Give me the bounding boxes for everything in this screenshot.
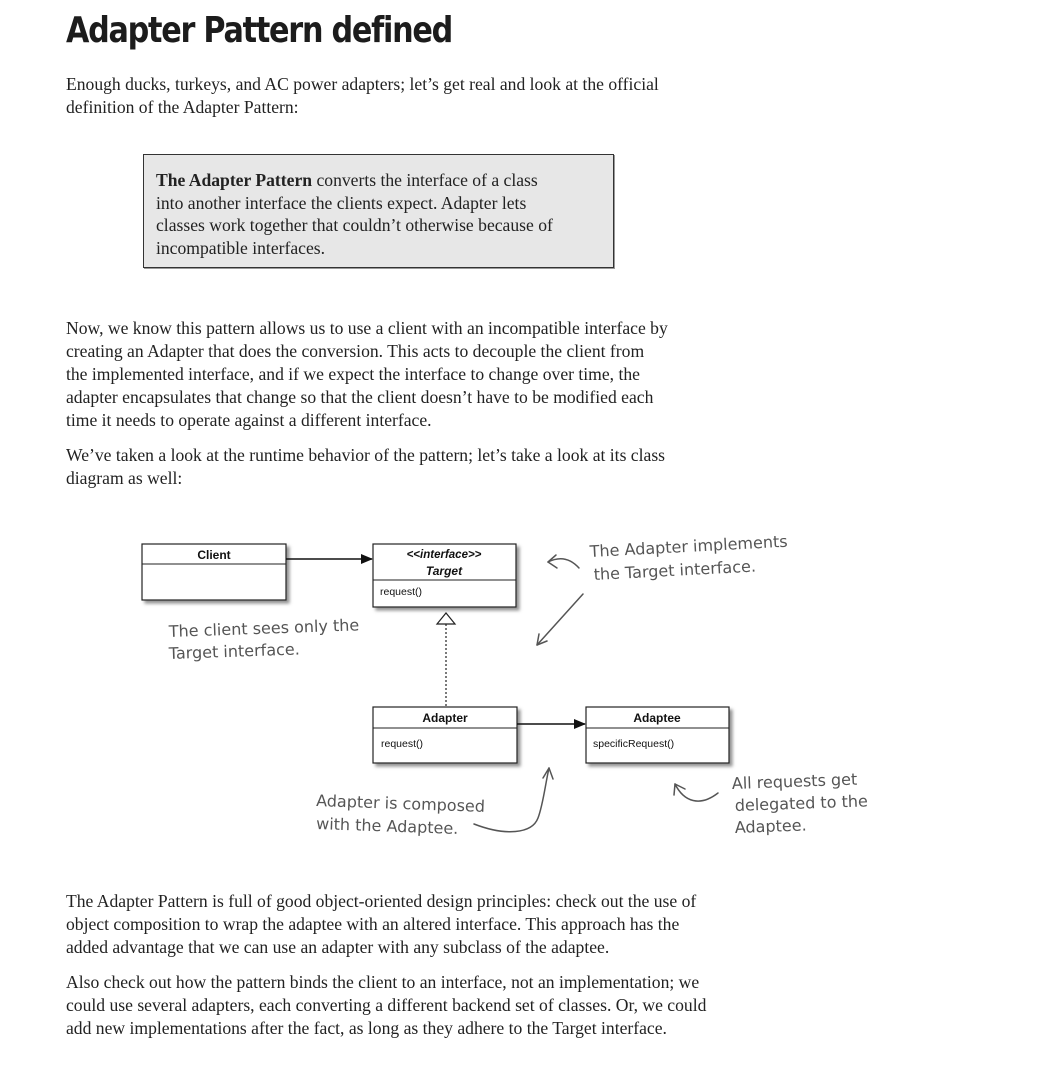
text-line: object composition to wrap the adaptee w… bbox=[66, 914, 680, 934]
note-line: The Adapter implements bbox=[588, 532, 788, 561]
text-line: creating an Adapter that does the conver… bbox=[66, 341, 645, 361]
client-class-name: Client bbox=[197, 548, 230, 562]
definition-line-rest: converts the interface of a class bbox=[312, 170, 538, 190]
text-line: could use several adapters, each convert… bbox=[66, 995, 707, 1015]
note-line: delegated to the bbox=[734, 791, 868, 815]
text-line: The Adapter Pattern is full of good obje… bbox=[66, 891, 697, 911]
arrowhead-icon bbox=[536, 633, 548, 646]
curved-arrow-icon bbox=[674, 783, 719, 802]
target-method: request() bbox=[380, 586, 422, 598]
note-composed: Adapter is composed with the Adaptee. bbox=[316, 791, 485, 838]
decouple-paragraph: Now, we know this pattern allows us to u… bbox=[66, 317, 668, 432]
text-line: the implemented interface, and if we exp… bbox=[66, 364, 640, 384]
target-interface: <<interface>> Target request() bbox=[372, 543, 517, 608]
note-client-sees: The client sees only the Target interfac… bbox=[167, 615, 359, 663]
curved-arrow-icon bbox=[473, 767, 550, 833]
adapter-class: Adapter request() bbox=[372, 706, 518, 764]
note-line: The client sees only the bbox=[167, 615, 359, 641]
note-implements: The Adapter implements the Target interf… bbox=[588, 532, 788, 584]
note-line: Adapter is composed bbox=[316, 791, 485, 816]
definition-term: The Adapter Pattern bbox=[156, 170, 313, 190]
text-line: added advantage that we can use an adapt… bbox=[66, 937, 610, 957]
realization-triangle bbox=[435, 612, 457, 625]
arrowhead-icon bbox=[547, 554, 558, 569]
adaptee-class-name: Adaptee bbox=[633, 711, 681, 725]
intro-paragraph: Enough ducks, turkeys, and AC power adap… bbox=[66, 73, 659, 119]
text-line: adapter encapsulates that change so that… bbox=[66, 387, 654, 407]
page-title: Adapter Pattern defined bbox=[66, 10, 453, 51]
binding-paragraph: Also check out how the pattern binds the… bbox=[66, 971, 706, 1040]
definition-line: incompatible interfaces. bbox=[156, 237, 326, 258]
definition-line: The Adapter Pattern converts the interfa… bbox=[156, 169, 553, 192]
definition-line: classes work together that couldn’t othe… bbox=[156, 215, 553, 235]
text-line: add new implementations after the fact, … bbox=[66, 1018, 667, 1038]
definition-line: into another interface the clients expec… bbox=[156, 192, 527, 213]
arrowhead-icon bbox=[542, 767, 554, 780]
target-stereotype: <<interface>> bbox=[407, 549, 482, 561]
diagonal-arrow-icon bbox=[536, 593, 584, 646]
note-line: with the Adaptee. bbox=[316, 814, 459, 838]
note-line: All requests get bbox=[731, 770, 857, 793]
text-line: time it needs to operate against a diffe… bbox=[66, 410, 432, 430]
adapter-class-name: Adapter bbox=[422, 711, 468, 725]
text-line: Now, we know this pattern allows us to u… bbox=[66, 318, 668, 338]
text-line: diagram as well: bbox=[66, 468, 183, 488]
adaptee-method: specificRequest() bbox=[593, 738, 674, 750]
arrowhead-icon bbox=[673, 783, 686, 796]
client-class: Client bbox=[141, 543, 287, 601]
note-line: Adaptee. bbox=[734, 816, 806, 837]
note-line: the Target interface. bbox=[593, 557, 756, 584]
note-line: Target interface. bbox=[167, 639, 300, 663]
runtime-paragraph: We’ve taken a look at the runtime behavi… bbox=[66, 444, 665, 490]
target-class-name: Target bbox=[426, 564, 463, 578]
curved-arrow-icon bbox=[547, 557, 580, 569]
text-line: Enough ducks, turkeys, and AC power adap… bbox=[66, 74, 659, 94]
text-line: We’ve taken a look at the runtime behavi… bbox=[66, 445, 666, 465]
note-delegated: All requests get delegated to the Adapte… bbox=[731, 770, 868, 837]
adaptee-class: Adaptee specificRequest() bbox=[585, 706, 730, 764]
adapter-method: request() bbox=[381, 738, 423, 750]
definition-text: The Adapter Pattern converts the interfa… bbox=[156, 169, 553, 259]
text-line: definition of the Adapter Pattern: bbox=[66, 97, 299, 117]
annotation-arrows bbox=[473, 554, 719, 833]
principles-paragraph: The Adapter Pattern is full of good obje… bbox=[66, 890, 696, 959]
text-line: Also check out how the pattern binds the… bbox=[66, 972, 700, 992]
definition-box: The Adapter Pattern converts the interfa… bbox=[143, 154, 614, 268]
